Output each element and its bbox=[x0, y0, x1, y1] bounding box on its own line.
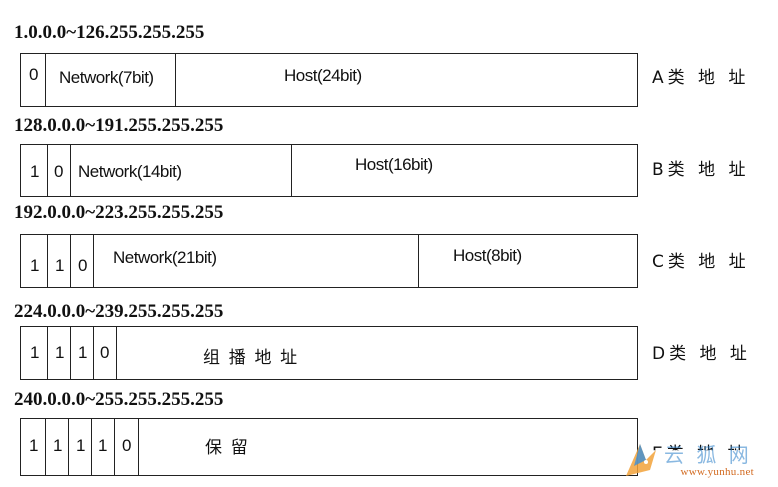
class-e-bit-2: 1 bbox=[69, 419, 92, 475]
class-e-bit-4: 0 bbox=[115, 419, 139, 475]
class-d-address-row: 1 1 1 0 组 播 地 址 bbox=[20, 326, 638, 380]
class-a-label: A类 地 址 bbox=[652, 68, 750, 88]
class-a-host-field: Host(24bit) bbox=[284, 66, 362, 85]
class-a-bit-0: 0 bbox=[21, 54, 46, 106]
class-d-label: D类 地 址 bbox=[652, 344, 751, 364]
class-e-bit-3: 1 bbox=[92, 419, 115, 475]
class-a-range: 1.0.0.0~126.255.255.255 bbox=[14, 22, 205, 43]
class-e-label: E类 地 址 bbox=[652, 444, 749, 464]
watermark-url: www.yunhu.net bbox=[680, 466, 754, 478]
class-c-bit-1: 1 bbox=[48, 235, 71, 287]
class-c-label: C类 地 址 bbox=[652, 252, 750, 272]
class-d-range: 224.0.0.0~239.255.255.255 bbox=[14, 301, 224, 322]
class-b-range: 128.0.0.0~191.255.255.255 bbox=[14, 115, 224, 136]
class-a-network-field: Network(7bit) bbox=[46, 54, 176, 106]
class-b-address-row: 1 0 Network(14bit) Host(16bit) bbox=[20, 144, 638, 197]
class-c-range: 192.0.0.0~223.255.255.255 bbox=[14, 202, 224, 223]
class-c-bit-0: 1 bbox=[21, 235, 48, 287]
class-a-address-row: 0 Network(7bit) Host(24bit) bbox=[20, 53, 638, 107]
class-d-bit-1: 1 bbox=[48, 327, 71, 379]
class-e-bit-0: 1 bbox=[21, 419, 46, 475]
class-c-address-row: 1 1 0 Network(21bit) Host(8bit) bbox=[20, 234, 638, 288]
class-e-range: 240.0.0.0~255.255.255.255 bbox=[14, 389, 224, 410]
class-d-bit-2: 1 bbox=[71, 327, 94, 379]
class-d-bit-3: 0 bbox=[94, 327, 117, 379]
fox-logo-icon: 云 狐 网 bbox=[626, 443, 752, 476]
class-b-label: B类 地 址 bbox=[652, 160, 750, 180]
class-e-address-row: 1 1 1 1 0 保 留 bbox=[20, 418, 638, 476]
class-b-bit-0: 1 bbox=[21, 145, 48, 196]
class-b-bit-1: 0 bbox=[48, 145, 71, 196]
class-e-reserved-field: 保 留 bbox=[205, 438, 250, 457]
class-b-host-field: Host(16bit) bbox=[355, 155, 433, 174]
class-b-network-field: Network(14bit) bbox=[71, 145, 292, 196]
watermark-logo-text: 云 狐 网 bbox=[664, 443, 752, 467]
class-c-network-field: Network(21bit) bbox=[94, 235, 419, 287]
site-watermark: 云 狐 网 www.yunhu.net bbox=[620, 436, 770, 482]
class-d-bit-0: 1 bbox=[21, 327, 48, 379]
class-d-multicast-field: 组 播 地 址 bbox=[203, 348, 300, 367]
class-c-host-field: Host(8bit) bbox=[453, 246, 522, 265]
class-e-bit-1: 1 bbox=[46, 419, 69, 475]
class-c-bit-2: 0 bbox=[71, 235, 94, 287]
